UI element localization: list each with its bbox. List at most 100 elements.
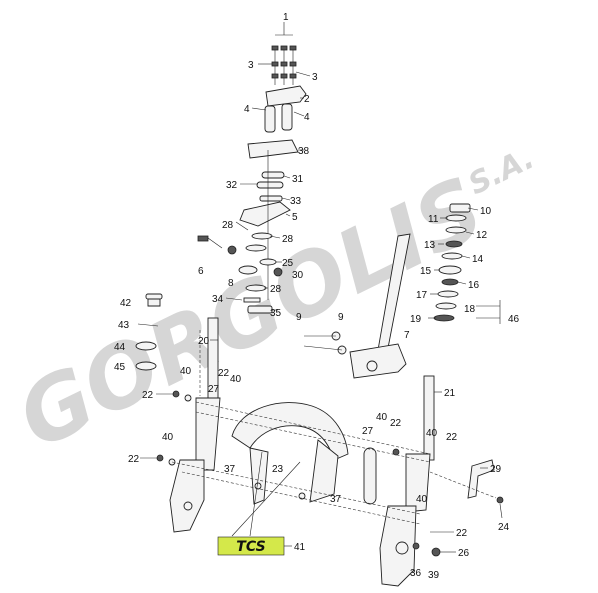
stem-nut (238, 265, 258, 275)
callout-15: 15 (420, 266, 432, 277)
callout-25: 25 (282, 258, 294, 269)
seal-44 (135, 341, 157, 351)
callout-12: 12 (476, 230, 488, 241)
callout-3-right: 3 (312, 72, 318, 83)
left-fork-leg (156, 317, 221, 533)
callout-40-f: 40 (416, 494, 428, 505)
callout-37-a: 37 (224, 464, 236, 475)
callout-44: 44 (114, 342, 126, 353)
callout-40-e: 40 (426, 428, 438, 439)
callout-2: 2 (304, 94, 310, 105)
race-14 (441, 252, 463, 260)
right-fork-tube (423, 375, 435, 461)
callout-37-b: 37 (330, 494, 342, 505)
callout-39: 39 (428, 570, 440, 581)
callout-7: 7 (404, 330, 410, 341)
left-fork-accessories (135, 293, 163, 371)
steering-stem-assembly (303, 233, 411, 379)
callout-30: 30 (292, 270, 304, 281)
callout-40-d: 40 (376, 412, 388, 423)
race-15 (438, 265, 462, 275)
upper-handlebar-clamp (265, 85, 307, 107)
bearing-28 (251, 232, 273, 240)
handlebar-riser-left (264, 105, 276, 133)
callout-4-left: 4 (244, 104, 250, 115)
callout-22-b: 22 (218, 368, 230, 379)
fender-right-stay (309, 439, 339, 503)
callout-22-c: 22 (390, 418, 402, 429)
stem-washer-33 (259, 195, 283, 202)
callout-10: 10 (480, 206, 492, 217)
callout-29: 29 (490, 464, 502, 475)
assembly-guides (171, 330, 497, 525)
callout-16: 16 (468, 280, 480, 291)
callout-5: 5 (292, 212, 298, 223)
callout-18: 18 (464, 304, 476, 315)
bolt-6 (197, 235, 209, 242)
bearing-13 (445, 240, 463, 248)
callout-40-b: 40 (230, 374, 242, 385)
callout-22-f: 22 (456, 528, 468, 539)
callout-40-a: 40 (180, 366, 192, 377)
right-fork-slider (405, 453, 431, 513)
nut-35 (247, 305, 273, 314)
left-fork-slider (195, 397, 221, 471)
dust-seal-45 (135, 361, 157, 371)
lower-race-28 (245, 284, 267, 292)
lower-triple-clamp (349, 343, 407, 379)
watermark-suffix: S.A. (463, 141, 540, 202)
callout-36: 36 (410, 568, 422, 579)
callout-9-top: 9 (338, 312, 344, 323)
handlebar-clamp-group (197, 22, 307, 314)
callout-46: 46 (508, 314, 520, 325)
fender-left-stay (249, 447, 269, 505)
front-fender (231, 402, 349, 505)
bolt-26 (431, 547, 441, 557)
callout-8: 8 (228, 278, 234, 289)
stem-washer-31 (261, 171, 285, 179)
nut-30 (273, 267, 283, 277)
callout-27-a: 27 (208, 384, 220, 395)
leader-lines (140, 63, 503, 553)
callout-22-d: 22 (128, 454, 140, 465)
callout-19: 19 (410, 314, 422, 325)
bolt-24 (496, 496, 504, 504)
handlebar-riser-right (281, 103, 293, 131)
callout-38: 38 (298, 146, 310, 157)
stem-nut-10 (449, 203, 471, 213)
clamp-bolts (271, 22, 297, 85)
stem-washer-32 (256, 181, 284, 189)
callout-27-b: 27 (362, 426, 374, 437)
callout-17: 17 (416, 290, 428, 301)
callout-24: 24 (498, 522, 510, 533)
callout-28-b: 28 (282, 234, 294, 245)
callout-31: 31 (292, 174, 304, 185)
callout-9-left: 9 (296, 312, 302, 323)
callout-20: 20 (198, 336, 210, 347)
bearing-16 (441, 278, 459, 286)
seal-19 (433, 314, 455, 322)
stem-ring-25 (259, 258, 277, 266)
washer-34 (243, 297, 261, 303)
stem-bolt-hole (366, 360, 378, 372)
callout-3-left: 3 (248, 60, 254, 71)
race-12 (445, 226, 467, 234)
callout-11: 11 (428, 214, 439, 225)
tcs-badge: TCS (217, 536, 285, 556)
callout-22-a: 22 (142, 390, 154, 401)
fender-top (231, 402, 349, 461)
left-fork-foot (169, 459, 205, 533)
callout-26: 26 (458, 548, 470, 559)
callout-45: 45 (114, 362, 126, 373)
callout-22-e: 22 (446, 432, 458, 443)
callout-28-c: 28 (270, 284, 282, 295)
badge-text: TCS (236, 539, 265, 555)
callout-labels: 1 2 3 3 4 4 5 6 7 8 9 9 10 11 12 13 14 1… (114, 12, 520, 581)
top-cover (247, 139, 299, 159)
bolt-36 (412, 542, 420, 550)
callout-28-a: 28 (222, 220, 234, 231)
cable-bracket-29 (467, 459, 495, 499)
callout-14: 14 (472, 254, 484, 265)
